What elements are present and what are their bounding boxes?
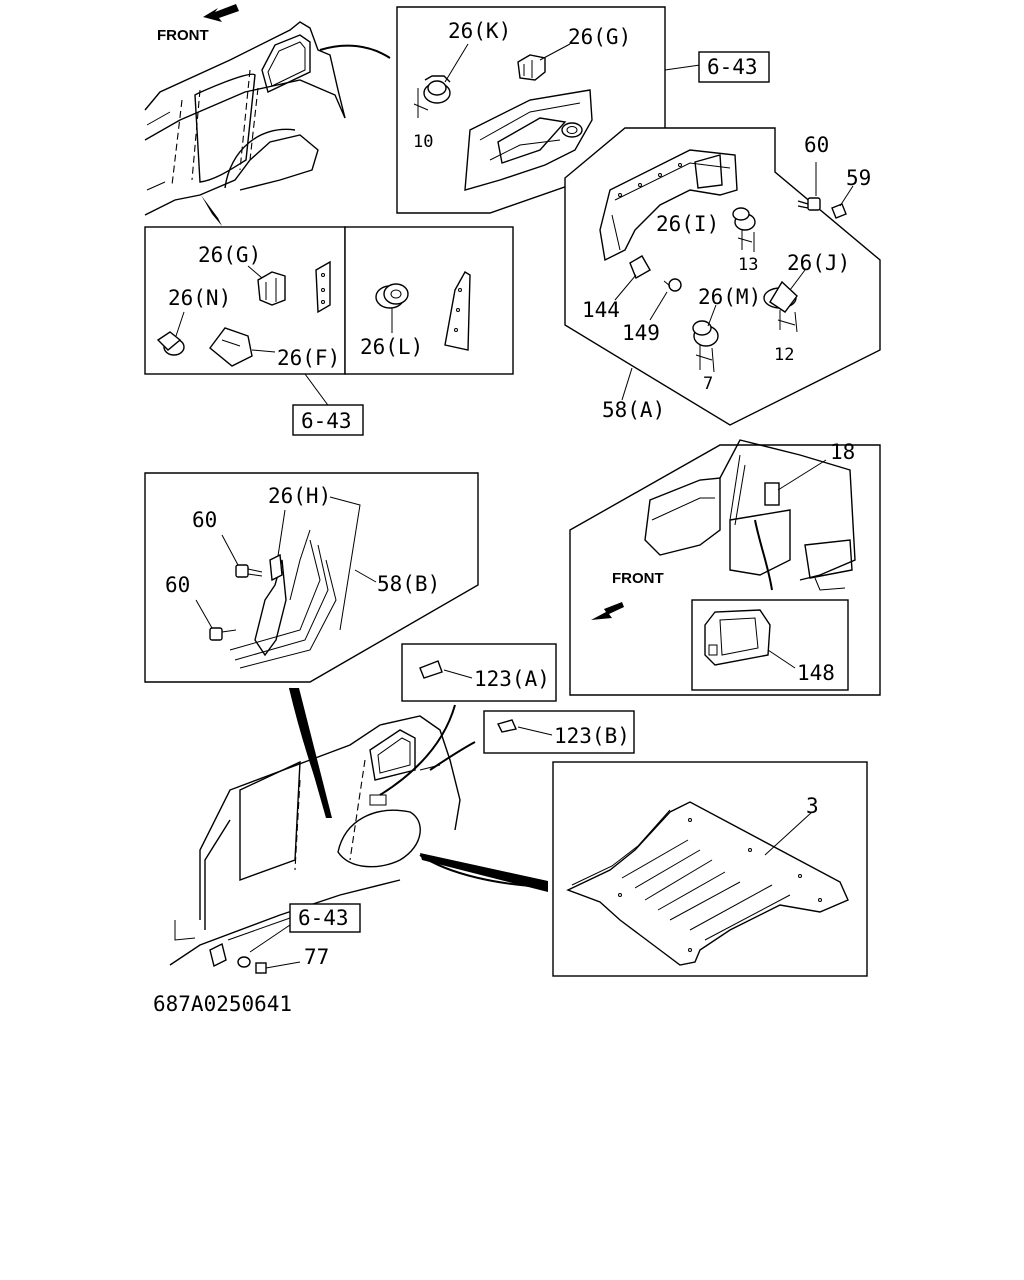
wheelhouse-trim-58a	[599, 149, 738, 262]
callout-7: 7	[703, 374, 713, 394]
box-floor-mat: 3	[552, 761, 868, 977]
vehicle-rear-quarter-sketch-top: FRONT	[144, 4, 391, 226]
clip-26n	[156, 331, 185, 356]
callout-18: 18	[830, 440, 855, 464]
callout-10: 10	[413, 132, 433, 152]
box-left-clips: 26(G) 26(N) 26(F) 26(L) 6	[144, 226, 514, 436]
callout-60-a: 60	[192, 508, 217, 532]
callout-26h: 26(H)	[268, 484, 331, 508]
floor-mat-3	[566, 801, 849, 966]
callout-149: 149	[622, 321, 660, 345]
clip-26j	[763, 280, 798, 333]
clip-26m	[692, 320, 719, 373]
callout-26g-top: 26(G)	[568, 25, 631, 49]
clip-26g-left	[257, 271, 286, 306]
callout-123b: 123(B)	[554, 724, 630, 748]
callout-26g-left: 26(G)	[198, 243, 261, 267]
clip-26l	[375, 283, 409, 309]
callout-59: 59	[846, 166, 871, 190]
ref-6-43-top: 6-43	[707, 55, 758, 79]
callout-144: 144	[582, 298, 620, 322]
front-arrow-rear-icon	[591, 602, 624, 620]
box-rear-view: 18 FRONT 148	[569, 439, 881, 696]
callout-77: 77	[304, 945, 329, 969]
ref-6-43-bottom: 6-43	[298, 906, 349, 930]
clip-26k	[413, 75, 451, 118]
ref-6-43-left: 6-43	[301, 409, 352, 433]
callout-26l: 26(L)	[360, 335, 423, 359]
callout-148: 148	[797, 661, 835, 685]
callout-58a: 58(A)	[602, 398, 665, 422]
callout-26j: 26(J)	[787, 251, 850, 275]
box-58a: 60 59 26(I) 13 26(J) 12 144	[564, 127, 881, 426]
callout-26k: 26(K)	[448, 19, 511, 43]
callout-60-top: 60	[804, 133, 829, 157]
nut-59	[831, 203, 847, 219]
callout-13: 13	[738, 255, 758, 275]
front-label-top: FRONT	[157, 27, 209, 44]
box-top-clips: 26(K) 10 26(G) 6-43	[396, 6, 770, 214]
box-123a: 123(A)	[401, 643, 557, 702]
clip-26i	[732, 207, 756, 252]
screw-60-a	[235, 564, 263, 578]
callout-60-b: 60	[165, 573, 190, 597]
box-123b: 123(B)	[483, 710, 635, 754]
trim-148	[704, 609, 771, 666]
callout-12: 12	[774, 345, 794, 365]
clip-26g-top	[517, 54, 546, 81]
diagram-code: 687A0250641	[153, 992, 292, 1016]
screw-149	[663, 278, 682, 292]
callout-26m: 26(M)	[698, 285, 761, 309]
callout-58b: 58(B)	[377, 572, 440, 596]
clip-144	[629, 255, 651, 280]
clip-26f	[209, 327, 253, 367]
front-label-rear: FRONT	[612, 570, 664, 587]
callout-26n: 26(N)	[168, 286, 231, 310]
front-arrow-icon	[203, 4, 239, 22]
callout-123a: 123(A)	[474, 667, 550, 691]
callout-3: 3	[806, 794, 819, 818]
screw-60-b	[209, 627, 237, 641]
callout-26i: 26(I)	[656, 212, 719, 236]
callout-26f: 26(F)	[277, 346, 340, 370]
quarter-panel-trim	[464, 89, 593, 191]
vehicle-side-sketch-bottom: 6-43 77	[169, 687, 549, 974]
clip-26h	[269, 553, 283, 582]
screw-60-top	[797, 197, 821, 211]
box-58b: 26(H) 60 60 58(B)	[144, 472, 479, 683]
